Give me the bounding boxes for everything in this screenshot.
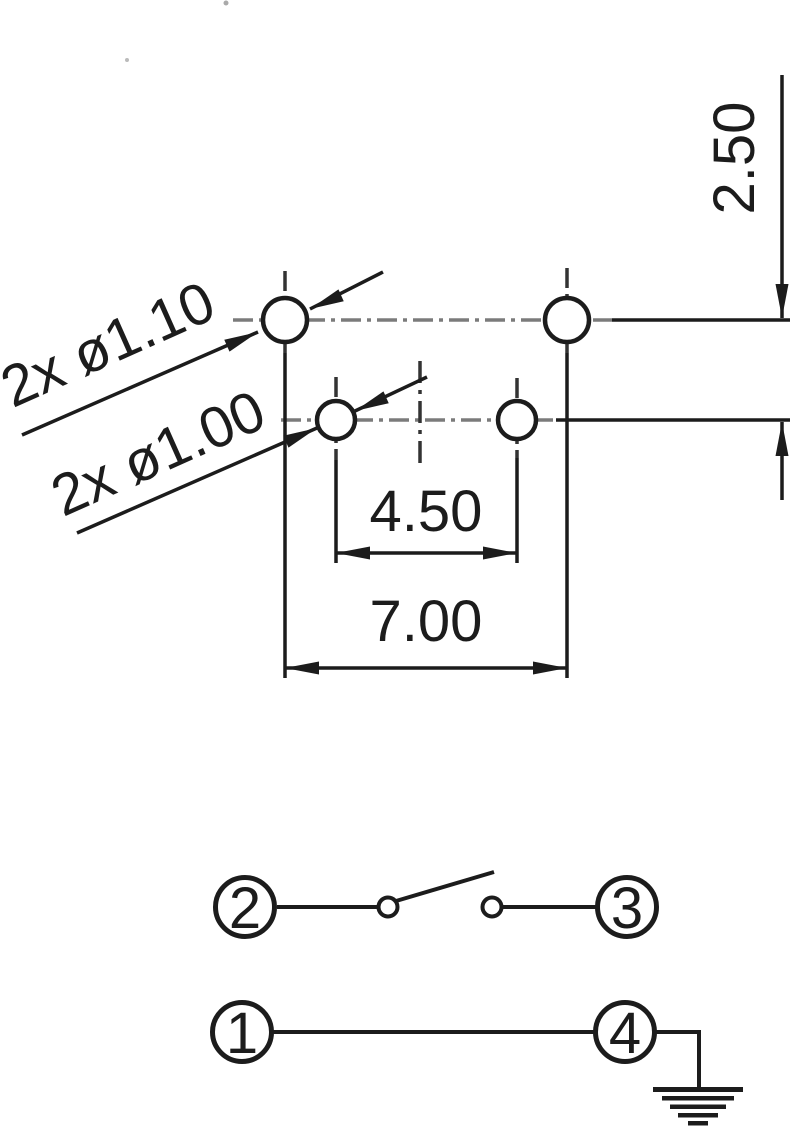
terminal-4-circle (593, 1000, 657, 1064)
dim-250-arrow-up-icon (775, 422, 789, 456)
terminal-3-circle (595, 875, 659, 939)
switch-contact-left-icon (376, 895, 400, 919)
ground-bar-5 (688, 1121, 708, 1126)
hole-large-top-right (542, 295, 592, 345)
terminal-2-circle (213, 875, 277, 939)
terminal-4-label: 4 (609, 1001, 641, 1066)
leader-small-holes-arrow-lower-icon (283, 428, 317, 448)
terminal-2-label: 2 (229, 876, 261, 941)
label-dim-250: 2.50 (702, 102, 767, 215)
ground-bar-2 (662, 1096, 734, 1101)
footprint-diagram: 2x ø1.10 2x ø1.00 2.50 4.50 7.00 (0, 75, 790, 678)
leader-large-holes-arrow-upper-icon (310, 289, 344, 309)
artifact-speck-top (223, 0, 229, 6)
terminal-1-label: 1 (226, 1001, 258, 1066)
dim-700-arrow-left-icon (285, 661, 319, 675)
dim-250-arrow-down-icon (775, 284, 789, 318)
ground-bar-3 (670, 1104, 726, 1109)
switch-lever-icon (395, 870, 495, 903)
schematic-diagram: 2 3 1 4 (210, 870, 743, 1126)
dim-700-arrow-right-icon (533, 661, 567, 675)
label-small-holes: 2x ø1.00 (42, 378, 275, 529)
ground-icon (653, 1087, 743, 1126)
dim-450-arrow-left-icon (336, 546, 370, 560)
hole-small-right (495, 398, 539, 442)
artifact-speck-left (125, 58, 129, 62)
hole-small-left (314, 398, 358, 442)
leader-large-holes-arrow-lower-icon (224, 332, 258, 352)
ground-bar-4 (678, 1113, 718, 1118)
leader-small-holes-lower (76, 426, 318, 535)
label-dim-450: 4.50 (370, 479, 483, 544)
ground-bar-1 (653, 1087, 743, 1092)
dim-450-arrow-right-icon (483, 546, 517, 560)
terminal-1-circle (210, 1000, 274, 1064)
leader-small-holes-arrow-upper-icon (355, 391, 389, 411)
label-dim-700: 7.00 (370, 589, 483, 654)
terminal-3-label: 3 (611, 876, 643, 941)
leader-large-holes-lower (21, 330, 259, 437)
switch-contact-right-icon (480, 895, 504, 919)
wire-terminal4-to-ground (655, 1030, 701, 1089)
hole-large-top-left (260, 295, 310, 345)
